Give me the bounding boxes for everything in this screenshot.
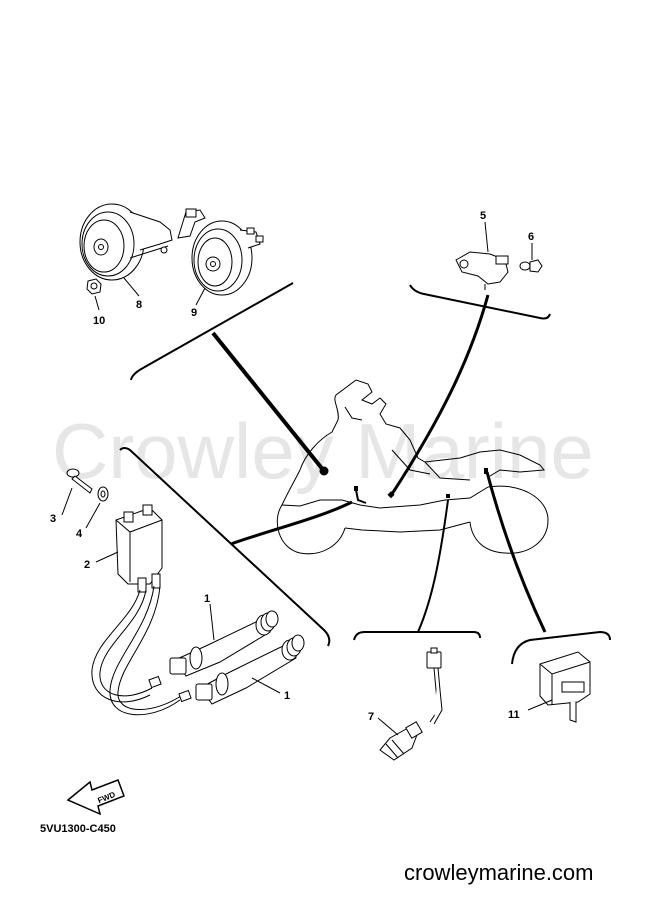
o2-sensor: [379, 647, 443, 761]
callout-5: 5: [480, 210, 486, 222]
ignition-coil: [115, 504, 163, 593]
coil-bolt: [66, 468, 93, 494]
coil-callout-lines: [61, 487, 281, 694]
callout-4: 4: [76, 528, 83, 540]
plug-cap-lower: [195, 634, 305, 705]
frame-coil: [119, 447, 331, 647]
relay: [539, 651, 591, 723]
plug-cap-upper: [169, 610, 279, 677]
horn-right: [191, 220, 264, 296]
locator-coil: [355, 489, 367, 504]
callout-10: 10: [93, 315, 105, 327]
sensor-callout-lines: [484, 221, 533, 260]
callout-1-upper: 1: [204, 593, 210, 605]
fwd-arrow-icon: FWD: [66, 779, 125, 816]
diagram-code: 5VU1300-C450: [40, 823, 116, 835]
callout-7: 7: [368, 711, 374, 723]
frame-relay: [511, 630, 611, 665]
callout-1-lower: 1: [284, 690, 290, 702]
coil-washer: [97, 486, 109, 502]
horn-callout-lines: [94, 277, 206, 311]
callout-3: 3: [50, 513, 56, 525]
frame-horn: [130, 282, 294, 381]
watermark-text: Crowley Marine: [52, 407, 594, 495]
frame-o2sensor: [353, 631, 481, 641]
horn-nut: [86, 278, 102, 295]
horn-left: [79, 203, 173, 281]
locator-o2: [446, 494, 450, 498]
locator-relay: [484, 468, 488, 474]
ignition-coil-leads: [91, 585, 192, 716]
sensor-nut: [519, 259, 543, 273]
callout-9: 9: [191, 307, 197, 319]
callout-8: 8: [136, 299, 142, 311]
callout-6: 6: [528, 231, 534, 243]
frame-sensor: [409, 284, 551, 320]
leader-lines: [211, 294, 547, 633]
callout-11: 11: [508, 709, 520, 721]
sensor-part: [455, 251, 509, 290]
motorcycle-outline: [276, 379, 549, 555]
horn-bracket: [177, 208, 206, 239]
callout-2: 2: [84, 559, 90, 571]
website-link[interactable]: crowleymarine.com: [404, 860, 594, 885]
